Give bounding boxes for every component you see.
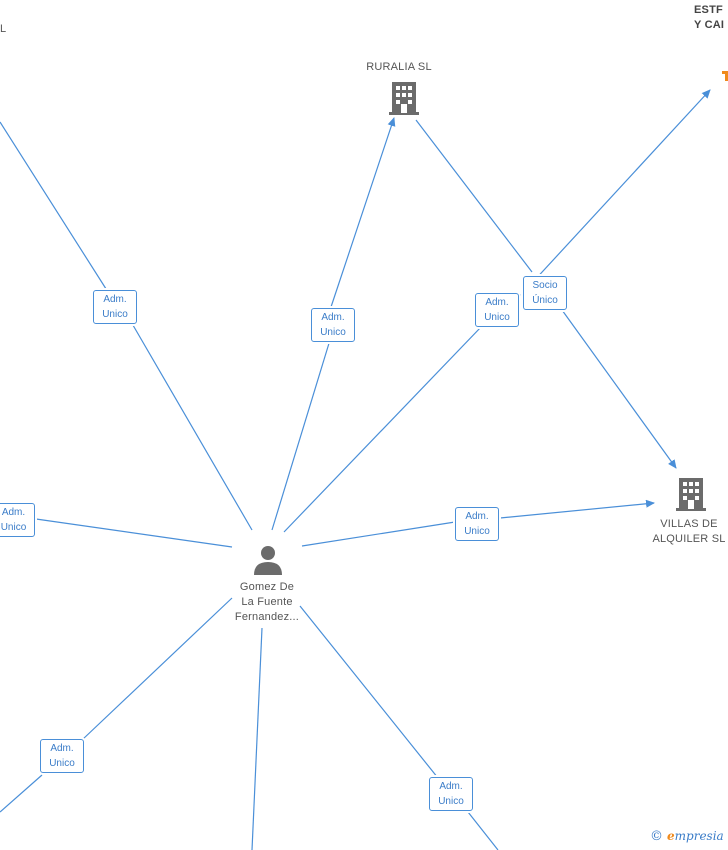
role-badge[interactable]: Adm. Unico xyxy=(0,503,35,537)
person-label[interactable]: Gomez De La Fuente Fernandez... xyxy=(234,581,300,623)
edge-person-ruralia xyxy=(271,339,331,531)
edge-person-topleft xyxy=(0,121,253,531)
edge-person-bottom xyxy=(251,627,263,850)
copyright-icon: © xyxy=(650,829,663,844)
brand-logo: ©empresia xyxy=(650,829,724,844)
company-label-villas[interactable]: VILLAS DE ALQUILER SL xyxy=(652,518,726,545)
edge-ruralia-arrow xyxy=(329,117,396,311)
edge-topright-arrow xyxy=(519,89,711,297)
edge-person-bottomright xyxy=(299,605,499,850)
building-icon xyxy=(389,82,419,115)
edge-person-bottomleft xyxy=(0,597,233,813)
edge-villas-arrow xyxy=(499,499,655,519)
role-badge[interactable]: Adm. Unico xyxy=(40,739,84,773)
role-badge[interactable]: Adm. Unico xyxy=(311,308,355,342)
building-icon xyxy=(676,478,706,511)
company-label-top-left[interactable]: L xyxy=(0,23,7,35)
role-badge[interactable]: Adm. Unico xyxy=(93,290,137,324)
edge-ruralia-socio xyxy=(415,119,533,273)
edge-person-villas xyxy=(301,521,456,547)
edge-person-left xyxy=(35,518,233,548)
company-label-top-right[interactable]: ESTF Y CAI xyxy=(694,4,725,31)
building-icon xyxy=(722,71,728,81)
edge-socio-villas xyxy=(561,309,677,469)
edge-person-topright xyxy=(283,325,483,533)
role-badge[interactable]: Adm. Unico xyxy=(475,293,519,327)
role-badge[interactable]: Socio Único xyxy=(523,276,567,310)
role-badge[interactable]: Adm. Unico xyxy=(455,507,499,541)
person-icon xyxy=(254,546,282,575)
company-label-ruralia[interactable]: RURALIA SL xyxy=(366,61,432,73)
role-badge[interactable]: Adm. Unico xyxy=(429,777,473,811)
